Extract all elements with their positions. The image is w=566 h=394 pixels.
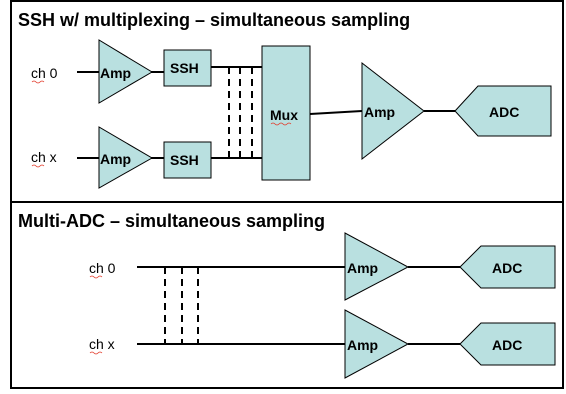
amp-ch0 <box>344 232 410 301</box>
panel-multi-adc: Multi-ADC – simultaneous sampling ch 0 c… <box>18 211 556 379</box>
adc-label: ADC <box>492 337 522 353</box>
spellcheck-underline <box>31 80 45 84</box>
panel-ssh-multiplexing: SSH w/ multiplexing – simultaneous sampl… <box>18 10 552 189</box>
amp-label: Amp <box>100 65 131 81</box>
diagram-frame <box>10 0 564 389</box>
amp-label: Amp <box>100 151 131 167</box>
ssh-label: SSH <box>170 60 199 76</box>
wire <box>309 110 363 115</box>
channel-label-ch0: ch 0 <box>89 260 116 276</box>
amp-label: Amp <box>347 260 378 276</box>
adc-label: ADC <box>492 260 522 276</box>
spellcheck-underline <box>31 164 45 168</box>
spellcheck-underline <box>89 351 103 355</box>
panel-title: SSH w/ multiplexing – simultaneous sampl… <box>18 10 410 30</box>
spellcheck-underline <box>270 122 292 126</box>
amp-ch0 <box>98 39 153 104</box>
amp-output <box>361 61 425 161</box>
adc-label: ADC <box>489 104 519 120</box>
panel-title: Multi-ADC – simultaneous sampling <box>18 211 325 231</box>
mux-block <box>261 45 311 181</box>
channel-label-chx: ch x <box>31 149 57 165</box>
amp-label: Amp <box>364 104 395 120</box>
channel-label-ch0: ch 0 <box>31 65 58 81</box>
mux-label: Mux <box>270 107 298 123</box>
ssh-block-chx <box>163 141 212 179</box>
amp-chx <box>344 309 410 379</box>
adc-block-chx <box>459 322 556 366</box>
adc-block-ch0 <box>459 245 556 289</box>
spellcheck-underline <box>89 275 103 279</box>
channel-label-chx: ch x <box>89 336 115 352</box>
amp-chx <box>98 126 154 189</box>
ssh-label: SSH <box>170 152 199 168</box>
ssh-block-ch0 <box>163 49 212 87</box>
amp-label: Amp <box>347 337 378 353</box>
adc-block <box>454 85 552 137</box>
